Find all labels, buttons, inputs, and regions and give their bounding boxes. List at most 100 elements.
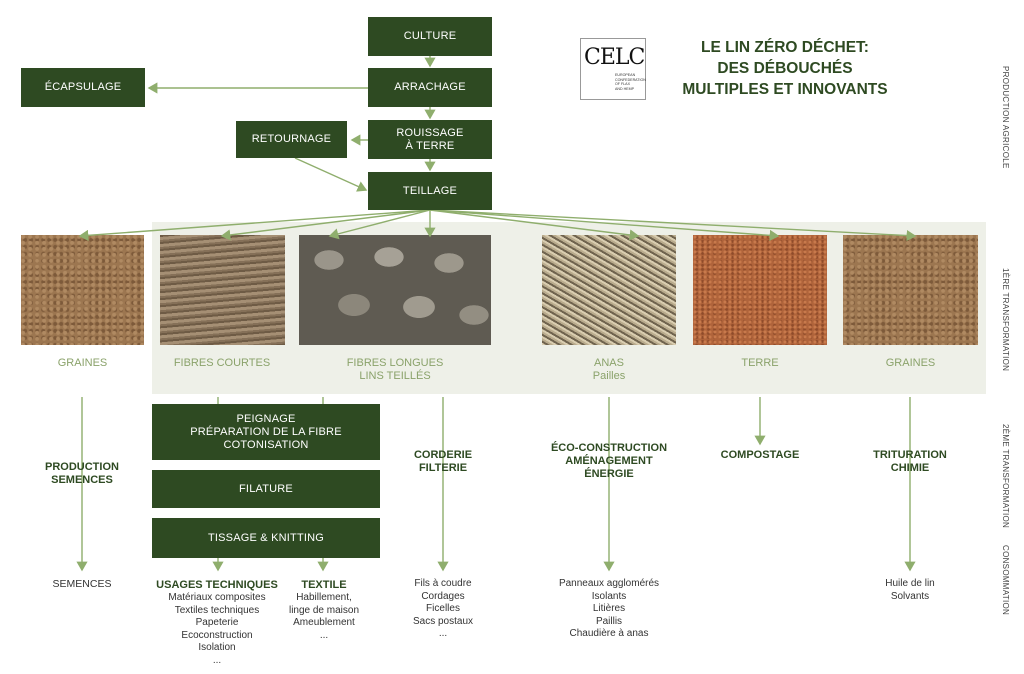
ecapsulage-box: ÉCAPSULAGE (21, 68, 145, 107)
celc-logo: CELC EUROPEAN CONFEDERATION OF FLAX AND … (580, 38, 646, 100)
soil-photo (693, 235, 827, 345)
rouissage-box: ROUISSAGE À TERRE (368, 120, 492, 159)
head-production-semences: PRODUCTION SEMENCES (32, 461, 132, 487)
conso-line: Ameublement (293, 617, 355, 628)
conso-line: Papeterie (195, 617, 239, 628)
conso-line: Matériaux composites (168, 592, 266, 603)
tissage-label: TISSAGE & KNITTING (207, 531, 325, 544)
conso-corderie: Fils à coudre Cordages Ficelles Sacs pos… (398, 578, 488, 641)
head-line: PRODUCTION (45, 461, 119, 473)
conso-line: ... (212, 654, 222, 666)
product-label-line: TERRE (741, 357, 779, 369)
conso-line: Ficelles (426, 603, 460, 614)
product-label-line: GRAINES (885, 357, 936, 369)
filature-label: FILATURE (239, 482, 293, 495)
conso-line: Panneaux agglomérés (558, 578, 660, 589)
logo-subtitle-line: OF FLAX (615, 82, 630, 86)
product-label-line: FIBRES LONGUES (346, 357, 444, 369)
teillage-box: TEILLAGE (368, 172, 492, 210)
head-line: TRITURATION (873, 449, 947, 461)
conso-line: linge de maison (288, 604, 360, 616)
conso-eco: Panneaux agglomérés Isolants Litières Pa… (544, 578, 674, 641)
product-label-anas: ANAS Pailles (542, 357, 676, 383)
peignage-line-2: PRÉPARATION DE LA FIBRE (190, 425, 342, 438)
long-fibre-photo (299, 235, 491, 345)
head-compostage: COMPOSTAGE (705, 449, 815, 462)
shives-photo (542, 235, 676, 345)
product-label-graines-right: GRAINES (843, 357, 978, 370)
conso-line: Fils à coudre (414, 578, 472, 589)
culture-box: CULTURE (368, 17, 492, 56)
side-label-first-transformation: 1ÈRE TRANSFORMATION (1001, 268, 1010, 372)
conso-line: Cordages (421, 590, 465, 602)
culture-label: CULTURE (403, 30, 457, 42)
side-label-production-agricole: PRODUCTION AGRICOLE (1001, 66, 1010, 169)
retournage-label: RETOURNAGE (251, 133, 332, 145)
product-label-line: FIBRES COURTES (173, 357, 271, 369)
head-trituration: TRITURATION CHIMIE (860, 449, 960, 475)
conso-line: Huile de lin (885, 578, 935, 589)
product-label-line: Pailles (592, 370, 626, 382)
conso-line: Sacs postaux (412, 615, 474, 627)
rouissage-line-1: ROUISSAGE (396, 126, 464, 139)
conso-line: SEMENCES (52, 578, 112, 590)
head-eco-construction: ÉCO-CONSTRUCTION AMÉNAGEMENT ÉNERGIE (539, 442, 679, 481)
teillage-label: TEILLAGE (402, 184, 458, 197)
head-line: ÉCO-CONSTRUCTION (550, 442, 668, 454)
peignage-box: PEIGNAGE PRÉPARATION DE LA FIBRE COTONIS… (152, 404, 380, 460)
conso-line: Isolants (591, 590, 627, 602)
head-line: SEMENCES (51, 474, 113, 486)
conso-line: ... (319, 629, 329, 641)
product-label-terre: TERRE (693, 357, 827, 370)
ecapsulage-label: ÉCAPSULAGE (44, 81, 122, 93)
arrachage-label: ARRACHAGE (394, 81, 466, 93)
textile-title: TEXTILE (301, 579, 347, 591)
rouissage-line-2: À TERRE (405, 139, 455, 152)
conso-semences: SEMENCES (32, 578, 132, 591)
conso-line: Paillis (595, 615, 623, 627)
short-fibre-photo (160, 235, 285, 345)
conso-usages: USAGES TECHNIQUES Matériaux composites T… (150, 578, 284, 667)
conso-line: Litières (592, 603, 626, 614)
conso-line: Ecoconstruction (181, 629, 253, 641)
conso-textile: TEXTILE Habillement, linge de maison Ame… (276, 578, 372, 642)
product-label-line: LINS TEILLÉS (359, 370, 431, 382)
peignage-line-1: PEIGNAGE (236, 412, 296, 425)
product-label-graines-left: GRAINES (21, 357, 144, 370)
product-label-line: GRAINES (57, 357, 108, 369)
title-line: DES DÉBOUCHÉS (717, 60, 853, 77)
side-label-consommation: CONSOMMATION (1001, 545, 1010, 616)
conso-line: Textiles techniques (174, 604, 260, 616)
filature-box: FILATURE (152, 470, 380, 508)
retournage-box: RETOURNAGE (236, 121, 347, 158)
seeds-photo-right (843, 235, 978, 345)
logo-subtitle: EUROPEAN CONFEDERATION OF FLAX AND HEMP (615, 73, 646, 91)
logo-subtitle-line: AND HEMP (615, 86, 634, 91)
head-line: CHIMIE (890, 462, 930, 474)
product-label-fibres-courtes: FIBRES COURTES (158, 357, 286, 370)
conso-line: Chaudière à anas (569, 628, 649, 639)
logo-text: CELC (584, 45, 645, 70)
head-line: CORDERIE (413, 449, 473, 461)
head-line: ÉNERGIE (584, 468, 634, 480)
seeds-photo-left (21, 235, 144, 345)
head-line: AMÉNAGEMENT (565, 455, 653, 467)
arrachage-box: ARRACHAGE (368, 68, 492, 107)
tissage-box: TISSAGE & KNITTING (152, 518, 380, 558)
product-label-fibres-longues: FIBRES LONGUES LINS TEILLÉS (320, 357, 470, 383)
head-line: FILTERIE (418, 462, 468, 474)
head-line: COMPOSTAGE (720, 449, 800, 461)
page-title: LE LIN ZÉRO DÉCHET: DES DÉBOUCHÉS MULTIP… (660, 37, 910, 100)
title-line: MULTIPLES ET INNOVANTS (682, 81, 888, 98)
head-corderie: CORDERIE FILTERIE (398, 449, 488, 475)
title-line: LE LIN ZÉRO DÉCHET: (701, 39, 869, 56)
conso-line: Habillement, (296, 592, 352, 603)
conso-line: ... (438, 628, 448, 639)
logo-subtitle-line: EUROPEAN (615, 73, 636, 77)
conso-line: Solvants (890, 590, 930, 602)
product-label-line: ANAS (594, 357, 624, 369)
side-label-second-transformation: 2ÈME TRANSFORMATION (1001, 424, 1010, 529)
conso-line: Isolation (198, 642, 236, 653)
